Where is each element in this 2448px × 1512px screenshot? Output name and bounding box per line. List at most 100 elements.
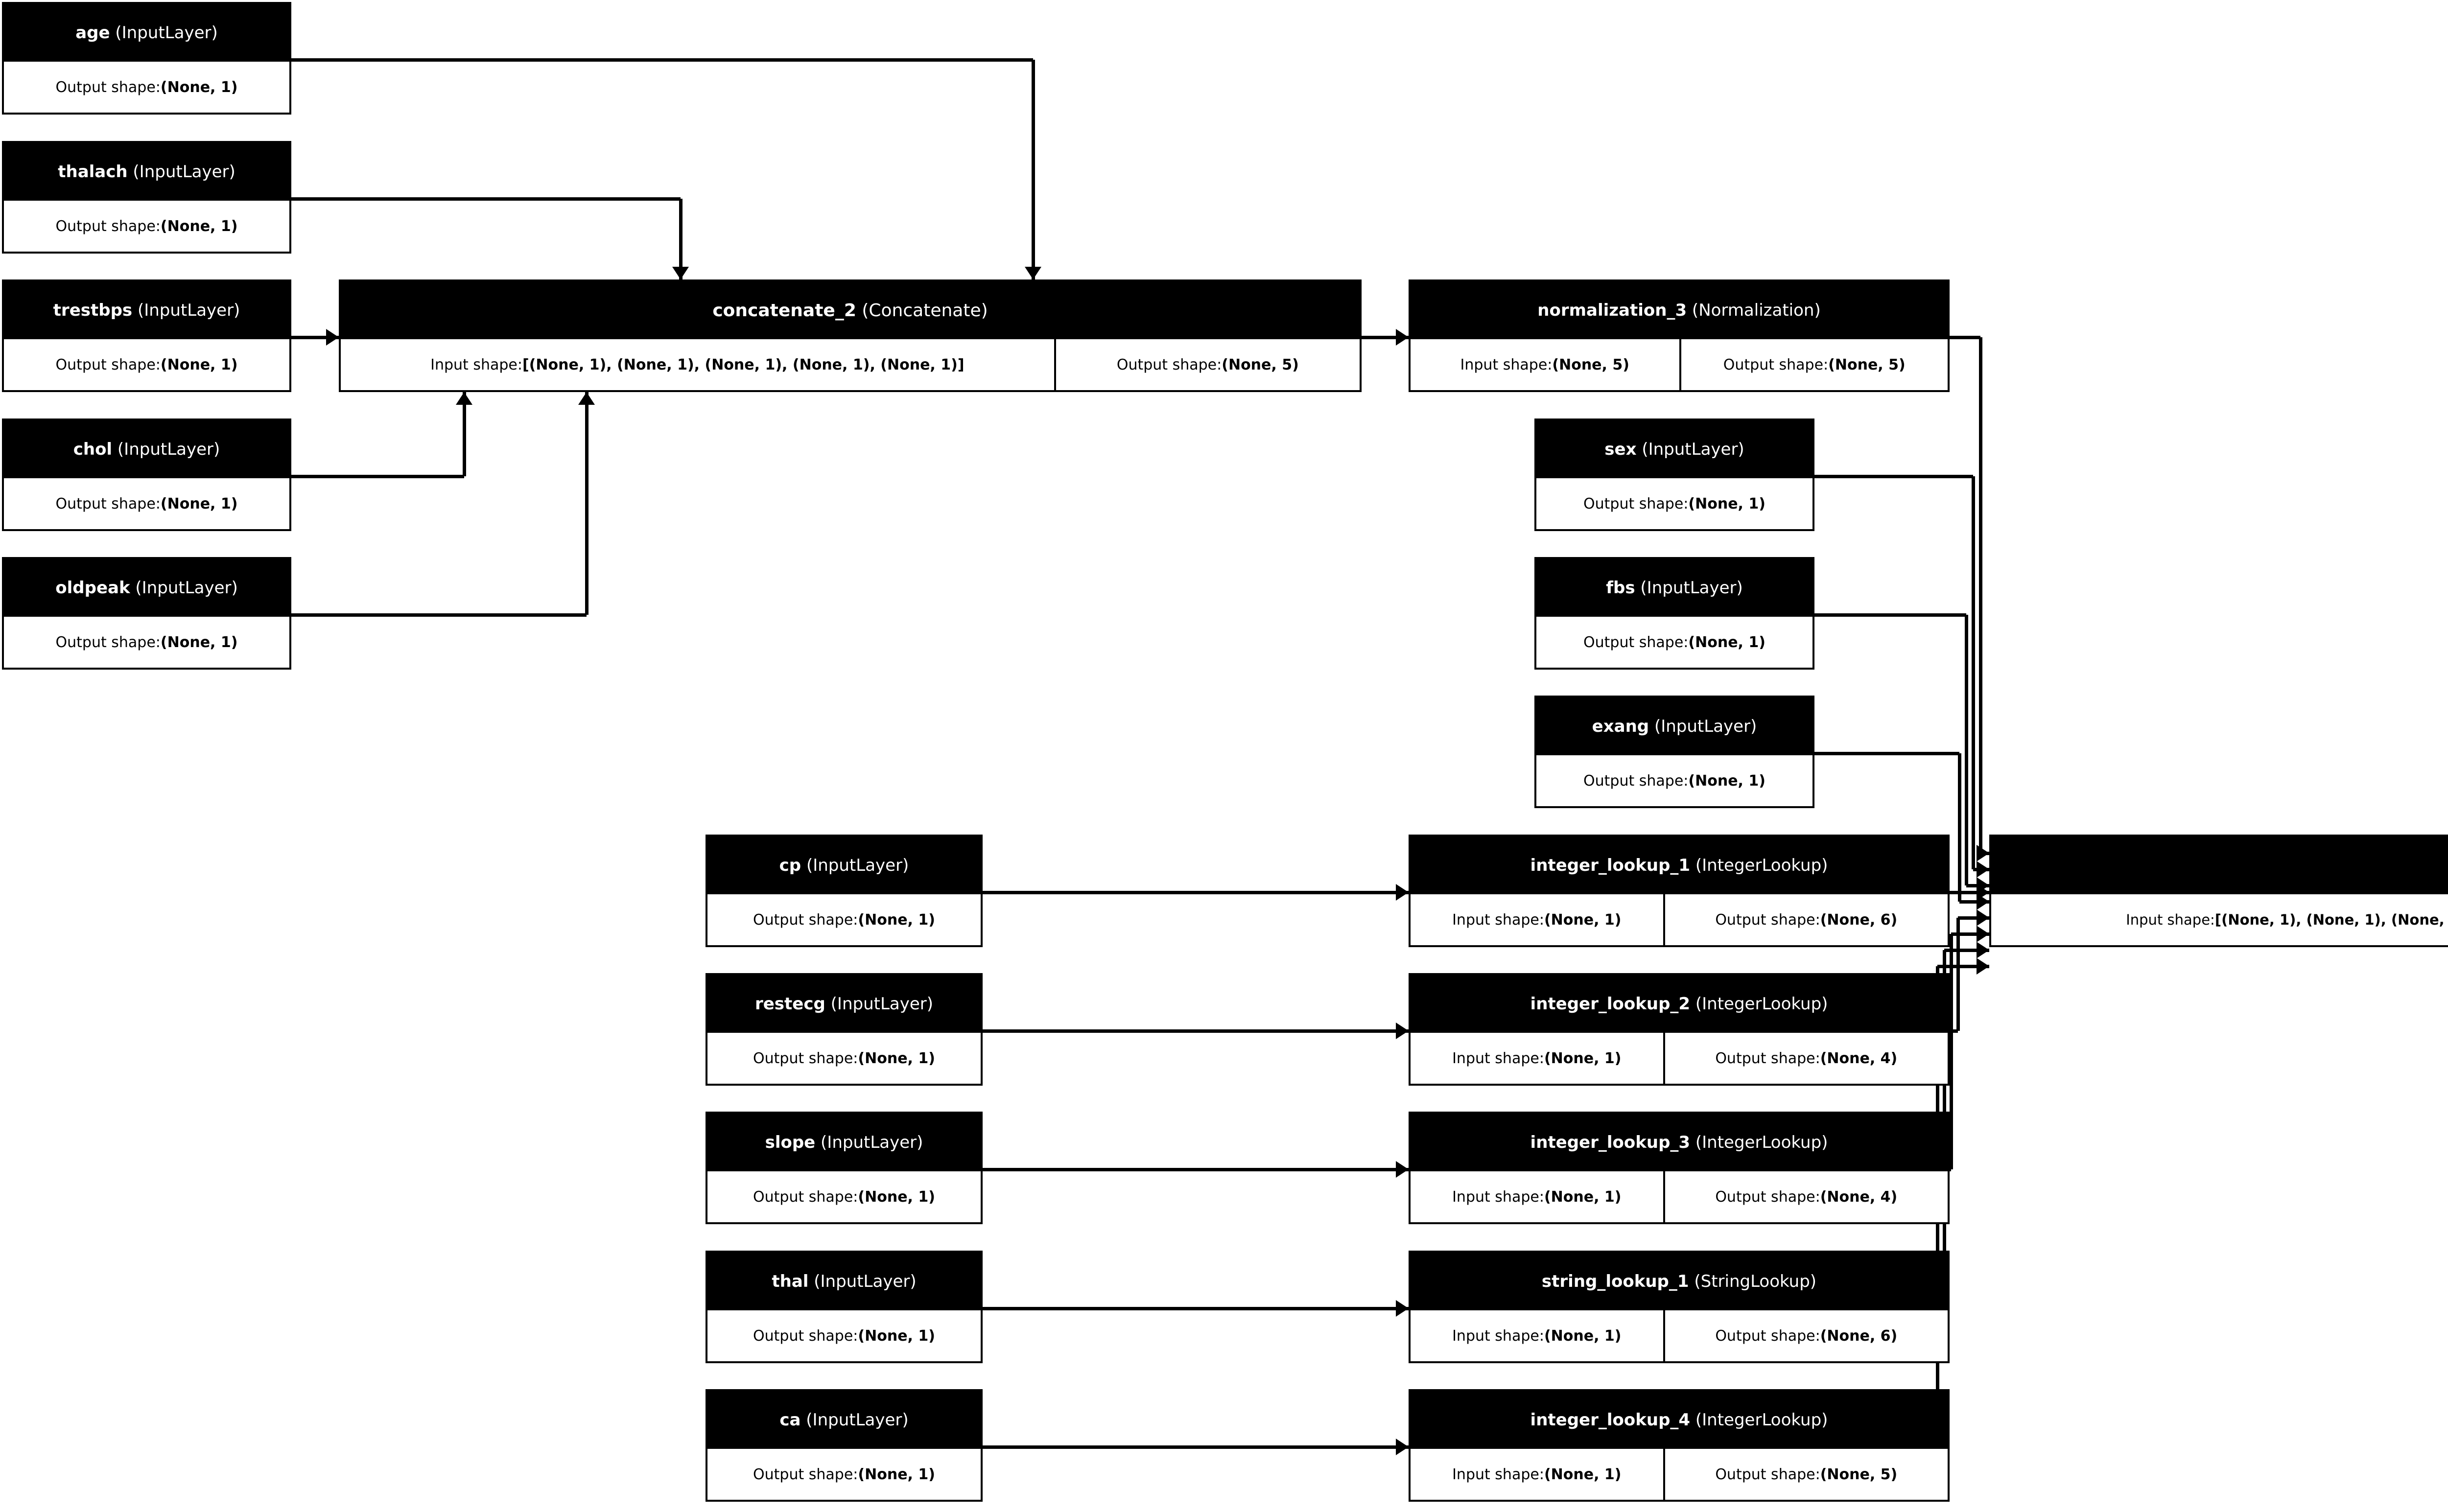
layer-shapes-normalization_3: Input shape: (None, 5)Output shape: (Non…: [1411, 339, 1948, 390]
edge-exang-to-concatenate_3: [1957, 753, 1961, 902]
layer-node-string_lookup_1[interactable]: string_lookup_1 (StringLookup) Input shap…: [1409, 1251, 1950, 1363]
input-shape-concatenate_2: Input shape: [(None, 1), (None, 1), (Non…: [341, 339, 1054, 390]
arrowhead-integer_lookup_1-to-concatenate_3: [1977, 884, 1989, 901]
layer-shapes-thal: Output shape: (None, 1): [707, 1310, 981, 1361]
layer-node-oldpeak[interactable]: oldpeak (InputLayer) Output shape: (None,…: [2, 557, 291, 670]
arrowhead-chol-to-concatenate_2: [456, 392, 472, 405]
edge-concatenate_2-to-normalization_3: [1362, 335, 1409, 339]
layer-node-slope[interactable]: slope (InputLayer)Output shape: (None, 1…: [706, 1112, 983, 1224]
layer-name-sex: sex: [1604, 440, 1637, 459]
layer-name-exang: exang: [1592, 717, 1649, 736]
edge-normalization_3-to-concatenate_3: [1950, 335, 1980, 339]
layer-name-ca: ca: [779, 1410, 801, 1430]
arrowhead-trestbps-to-concatenate_2: [326, 329, 339, 346]
edge-fbs-to-concatenate_3: [1964, 615, 1968, 885]
layer-node-integer_lookup_2[interactable]: integer_lookup_2 (IntegerLookup) Input sh…: [1409, 973, 1950, 1086]
layer-title-slope: slope (InputLayer): [707, 1114, 981, 1171]
edge-cp-to-integer_lookup_1: [983, 890, 1409, 894]
layer-node-concatenate_2[interactable]: concatenate_2 (Concatenate)Input shape: …: [339, 279, 1362, 392]
layer-title-thal: thal (InputLayer): [707, 1253, 981, 1310]
layer-name-string_lookup_1: string_lookup_1: [1541, 1272, 1689, 1291]
layer-class-integer_lookup_2: (IntegerLookup): [1690, 994, 1828, 1014]
edge-trestbps-to-concatenate_2: [291, 335, 339, 339]
layer-node-restecg[interactable]: restecg (InputLayer)Output shape: (None,…: [706, 973, 983, 1086]
layer-class-sex: (InputLayer): [1636, 440, 1744, 459]
edge-exang-to-concatenate_3: [1959, 900, 1989, 904]
layer-title-restecg: restecg (InputLayer): [707, 975, 981, 1033]
layer-node-thal[interactable]: thal (InputLayer)Output shape: (None, 1): [706, 1251, 983, 1363]
layer-shapes-thalach: Output shape: (None, 1): [4, 201, 289, 252]
layer-node-age[interactable]: age (InputLayer)Output shape: (None, 1): [2, 2, 291, 115]
output-shape-exang: Output shape: (None, 1): [1536, 755, 1812, 806]
output-shape-oldpeak: Output shape: (None, 1): [4, 617, 289, 668]
layer-title-thalach: thalach (InputLayer): [4, 143, 289, 201]
edge-string_lookup_1-to-concatenate_3: [1944, 948, 1989, 952]
layer-class-concatenate_2: (Concatenate): [856, 300, 988, 321]
layer-class-thal: (InputLayer): [808, 1272, 917, 1291]
layer-name-restecg: restecg: [754, 994, 825, 1014]
layer-name-integer_lookup_3: integer_lookup_3: [1530, 1133, 1691, 1152]
edge-integer_lookup_4-to-concatenate_3: [1937, 964, 1989, 968]
layer-name-integer_lookup_1: integer_lookup_1: [1530, 856, 1691, 875]
input-shape-integer_lookup_3: Input shape: (None, 1): [1411, 1171, 1663, 1222]
layer-class-normalization_3: (Normalization): [1687, 301, 1821, 320]
layer-title-integer_lookup_4: integer_lookup_4 (IntegerLookup): [1411, 1391, 1948, 1449]
layer-title-integer_lookup_1: integer_lookup_1 (IntegerLookup): [1411, 837, 1948, 894]
layer-class-integer_lookup_1: (IntegerLookup): [1690, 856, 1828, 875]
layer-shapes-cp: Output shape: (None, 1): [707, 894, 981, 945]
layer-shapes-slope: Output shape: (None, 1): [707, 1171, 981, 1222]
layer-shapes-fbs: Output shape: (None, 1): [1536, 617, 1812, 668]
layer-name-thalach: thalach: [58, 162, 128, 182]
arrowhead-sex-to-concatenate_3: [1977, 861, 1989, 878]
layer-name-integer_lookup_4: integer_lookup_4: [1530, 1410, 1691, 1430]
layer-node-normalization_3[interactable]: normalization_3 (Normalization)Input sha…: [1409, 279, 1950, 392]
edge-chol-to-concatenate_2: [462, 392, 466, 476]
layer-shapes-ca: Output shape: (None, 1): [707, 1449, 981, 1500]
edge-integer_lookup_2-to-concatenate_3: [1958, 916, 1989, 920]
layer-shapes-sex: Output shape: (None, 1): [1536, 478, 1812, 529]
layer-node-exang[interactable]: exang (InputLayer)Output shape: (None, 1…: [1534, 696, 1814, 808]
edge-integer_lookup_3-to-concatenate_3: [1949, 934, 1953, 1169]
layer-node-fbs[interactable]: fbs (InputLayer)Output shape: (None, 1): [1534, 557, 1814, 670]
layer-shapes-integer_lookup_4: Input shape: (None, 1)Output shape: (Non…: [1411, 1449, 1948, 1500]
layer-name-thal: thal: [772, 1272, 809, 1291]
layer-title-normalization_3: normalization_3 (Normalization): [1411, 281, 1948, 339]
layer-class-exang: (InputLayer): [1649, 717, 1757, 736]
layer-node-integer_lookup_4[interactable]: integer_lookup_4 (IntegerLookup)Input sh…: [1409, 1389, 1950, 1502]
arrowhead-string_lookup_1-to-concatenate_3: [1977, 942, 1989, 958]
layer-title-age: age (InputLayer): [4, 4, 289, 62]
edge-age-to-concatenate_2: [1031, 60, 1035, 279]
arrowhead-concatenate_2-to-normalization_3: [1396, 329, 1409, 346]
arrowhead-restecg-to-integer_lookup_2: [1396, 1023, 1409, 1039]
layer-class-trestbps: (InputLayer): [132, 301, 240, 320]
layer-node-ca[interactable]: ca (InputLayer)Output shape: (None, 1): [706, 1389, 983, 1502]
layer-node-sex[interactable]: sex (InputLayer) Output shape: (None, 1): [1534, 419, 1814, 531]
edge-oldpeak-to-concatenate_2: [291, 613, 587, 617]
edge-oldpeak-to-concatenate_2: [585, 392, 588, 615]
edge-slope-to-integer_lookup_3: [983, 1167, 1409, 1171]
layer-name-integer_lookup_2: integer_lookup_2: [1530, 994, 1691, 1014]
output-shape-ca: Output shape: (None, 1): [707, 1449, 981, 1500]
layer-node-concatenate_3[interactable]: concatenate_3 (Concatenate)Input shape: …: [1989, 835, 2448, 947]
layer-title-exang: exang (InputLayer): [1536, 698, 1812, 755]
layer-name-cp: cp: [779, 856, 801, 875]
layer-node-integer_lookup_3[interactable]: integer_lookup_3 (IntegerLookup) Input sh…: [1409, 1112, 1950, 1224]
layer-class-oldpeak: (InputLayer): [130, 578, 238, 598]
layer-shapes-restecg: Output shape: (None, 1): [707, 1033, 981, 1084]
layer-shapes-integer_lookup_2: Input shape: (None, 1)Output shape: (Non…: [1411, 1033, 1948, 1084]
layer-node-integer_lookup_1[interactable]: integer_lookup_1 (IntegerLookup)Input sh…: [1409, 835, 1950, 947]
layer-class-integer_lookup_3: (IntegerLookup): [1690, 1133, 1828, 1152]
layer-node-cp[interactable]: cp (InputLayer)Output shape: (None, 1): [706, 835, 983, 947]
layer-node-chol[interactable]: chol (InputLayer)Output shape: (None, 1): [2, 419, 291, 531]
edge-integer_lookup_3-to-concatenate_3: [1951, 932, 1989, 936]
layer-shapes-string_lookup_1: Input shape: (None, 1)Output shape: (Non…: [1411, 1310, 1948, 1361]
layer-node-thalach[interactable]: thalach (InputLayer)Output shape: (None,…: [2, 141, 291, 254]
output-shape-integer_lookup_3: Output shape: (None, 4): [1665, 1171, 1948, 1222]
layer-name-oldpeak: oldpeak: [55, 578, 130, 598]
output-shape-fbs: Output shape: (None, 1): [1536, 617, 1812, 668]
layer-shapes-chol: Output shape: (None, 1): [4, 478, 289, 529]
layer-class-string_lookup_1: (StringLookup): [1689, 1272, 1817, 1291]
layer-node-trestbps[interactable]: trestbps (InputLayer)Output shape: (None…: [2, 279, 291, 392]
layer-name-normalization_3: normalization_3: [1537, 301, 1687, 320]
